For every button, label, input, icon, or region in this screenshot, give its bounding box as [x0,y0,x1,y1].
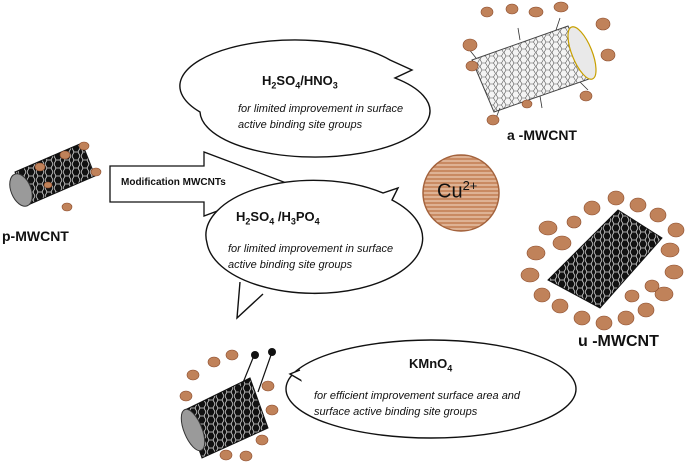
bubble3-desc-line1: for efficient improvement surface area a… [314,390,521,402]
label-p-mwcnt: p-MWCNT [2,228,69,244]
a-mwcnt-tube [462,1,616,126]
cu-ion-label: Cu2+ [437,178,477,204]
bubble-h2so4-hno3 [179,39,431,158]
bubble1-desc-line1: for limited improvement in surface [238,103,404,115]
bubble1-reagent: H2SO4/HNO3 [262,73,338,91]
bubble3-desc-line2: surface active binding site groups [314,406,478,418]
bubble2-desc-line2: active binding site groups [228,259,353,271]
bubble2-desc-line1: for limited improvement in surface [228,243,394,255]
u-mwcnt-sheet [520,190,685,331]
bubble-kmno4 [285,339,577,439]
bubble1-desc-line2: active binding site groups [238,119,363,131]
p-mwcnt-tube [9,141,102,212]
label-a-mwcnt: a -MWCNT [507,127,577,143]
cu-ion-symbol: Cu [437,180,463,203]
bubble2-reagent: H2SO4 /H3PO4 [236,209,320,227]
kmno4-mwcnt-tube [179,348,279,462]
bubble-h2so4-h3po4 [205,179,424,320]
cu-ion-sphere [422,154,500,232]
bubble3-reagent: KMnO4 [409,356,453,374]
label-modification-arrow: Modification MWCNTs [121,177,226,188]
cu-ion-charge: 2+ [462,178,478,193]
label-u-mwcnt: u -MWCNT [578,333,659,350]
